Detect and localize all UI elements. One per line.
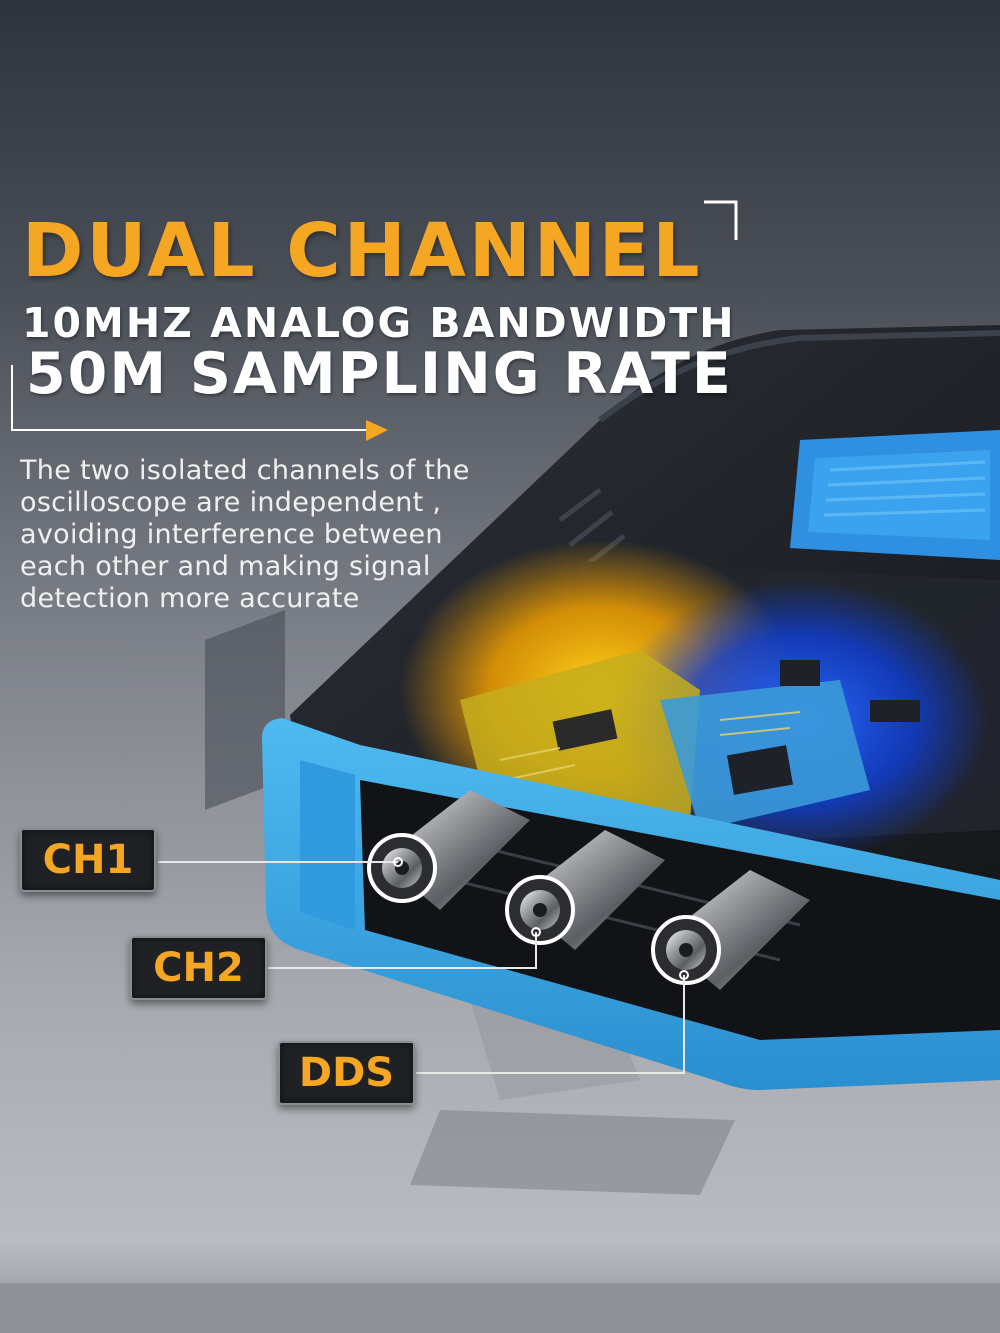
background-shard xyxy=(410,1110,735,1195)
chip xyxy=(552,709,618,751)
chip xyxy=(726,745,794,795)
port-label-dds: DDS xyxy=(278,1041,415,1105)
device-front-opening xyxy=(360,780,1000,1040)
left-bracket xyxy=(11,365,368,431)
headline-sampling-rate: 50M SAMPLING RATE xyxy=(26,341,733,407)
chip xyxy=(780,660,820,686)
device-blue-shell-rim xyxy=(300,760,355,930)
chip xyxy=(870,700,920,722)
port-label-ch2: CH2 xyxy=(130,936,267,1000)
device-blue-button-inner xyxy=(808,450,990,540)
device-top-edge xyxy=(598,330,1000,423)
description-text: The two isolated channels of the oscillo… xyxy=(20,455,470,614)
port-label-ch1: CH1 xyxy=(20,828,156,892)
headline-dual-channel: DUAL CHANNEL xyxy=(22,208,703,294)
bnc-connector-icon xyxy=(651,870,810,990)
bnc-connector-icon xyxy=(505,830,665,950)
arrow-right-icon xyxy=(366,420,388,441)
bottom-strip xyxy=(0,1283,1000,1333)
headline-bandwidth: 10MHZ ANALOG BANDWIDTH xyxy=(22,299,736,347)
corner-bracket-icon xyxy=(704,200,738,240)
leader-line-dds xyxy=(416,975,685,1074)
bnc-connector-icon xyxy=(367,790,530,910)
leader-line-ch2 xyxy=(268,932,537,969)
leader-lines xyxy=(158,861,685,1074)
